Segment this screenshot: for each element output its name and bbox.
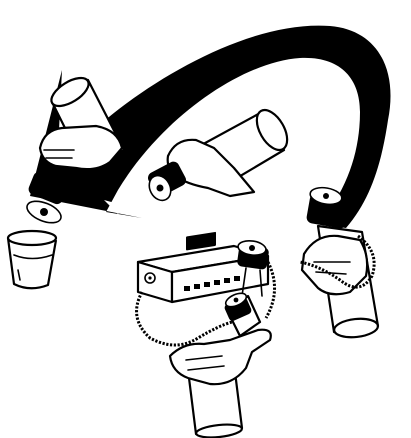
unit-display (186, 232, 216, 251)
wand-bottom (170, 291, 271, 438)
glass-icon (8, 231, 56, 288)
wand-right (300, 185, 379, 339)
hand-icon (40, 126, 122, 169)
